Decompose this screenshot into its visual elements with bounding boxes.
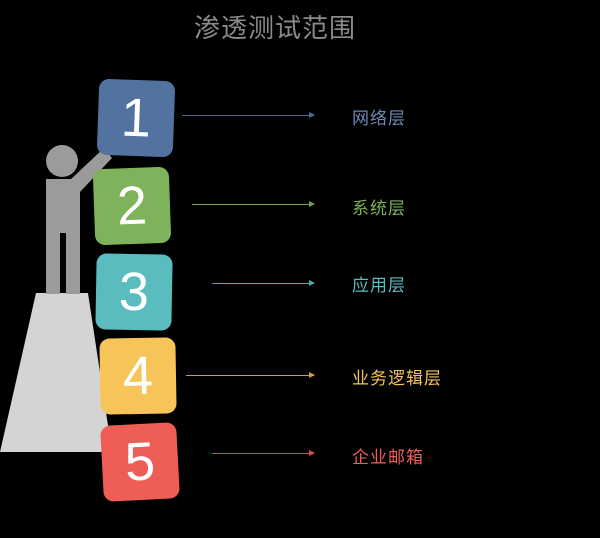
layer-label-1: 网络层: [352, 109, 406, 129]
layer-block-1: 1: [96, 78, 176, 158]
arrow-4: [186, 372, 315, 378]
layer-label-3: 应用层: [352, 276, 406, 296]
diagram-title: 渗透测试范围: [193, 14, 356, 44]
layer-number-1: 1: [119, 87, 153, 149]
layer-number-4: 4: [122, 345, 154, 407]
layer-number-3: 3: [118, 261, 150, 323]
figure-leg-right: [66, 228, 80, 294]
arrow-5: [212, 450, 315, 456]
layer-block-2: 2: [92, 166, 172, 246]
figure-leg-left: [46, 228, 60, 294]
layer-block-4: 4: [99, 337, 177, 415]
layer-number-5: 5: [123, 431, 157, 493]
figure-head: [46, 145, 78, 177]
layer-label-5: 企业邮箱: [352, 448, 424, 468]
arrow-1: [182, 112, 315, 118]
pedestal: [0, 293, 112, 452]
layer-number-2: 2: [115, 175, 149, 237]
layer-label-4: 业务逻辑层: [352, 369, 442, 389]
figure-arm: [70, 148, 112, 192]
layer-block-5: 5: [100, 422, 180, 502]
layer-block-3: 3: [95, 253, 173, 331]
figure-torso: [46, 179, 80, 233]
arrow-2: [192, 201, 315, 207]
arrow-3: [212, 280, 315, 286]
layer-label-2: 系统层: [352, 199, 406, 219]
